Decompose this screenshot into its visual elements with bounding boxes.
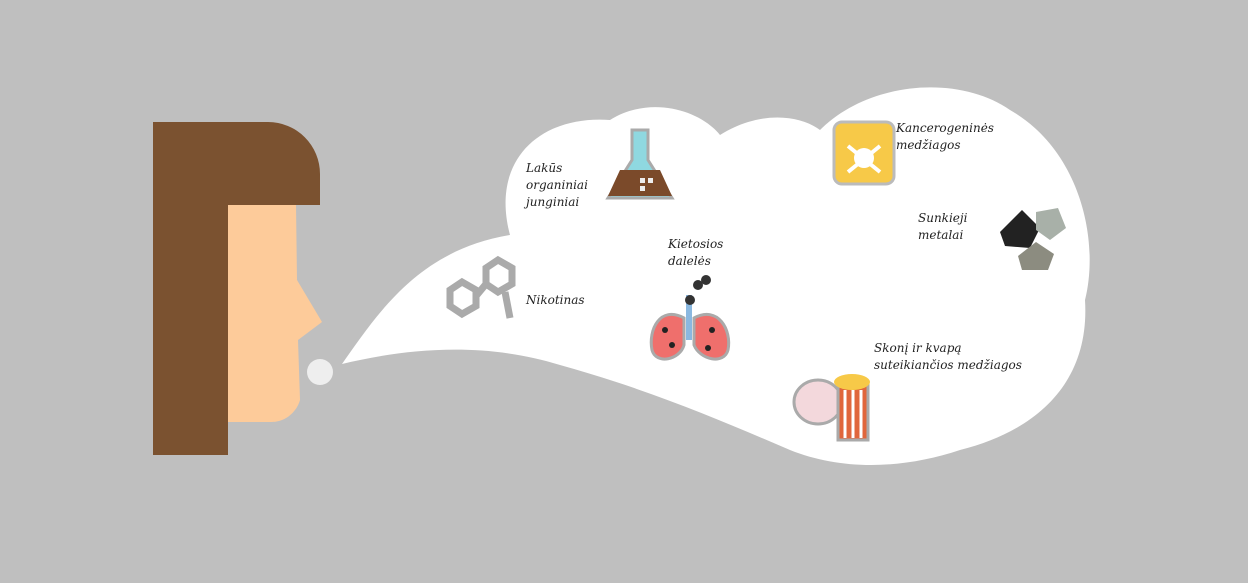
label-carcinogens: Kancerogeninės medžiagos: [896, 120, 994, 154]
skull-jar-icon: [832, 120, 896, 186]
label-nicotine: Nikotinas: [526, 293, 585, 307]
label-flavors: Skonį ir kvapą suteikiančios medžiagos: [874, 340, 1022, 374]
label-line: medžiagos: [896, 138, 961, 152]
label-heavy-metals: Sunkieji metalai: [918, 210, 967, 244]
label-line: metalai: [918, 228, 964, 242]
label-line: dalelės: [668, 254, 711, 268]
lungs-icon: [649, 275, 731, 361]
flask-icon: [605, 128, 675, 200]
label-line: Lakūs: [526, 161, 563, 175]
person-head-silhouette: [153, 122, 322, 455]
label-voc: Lakūs organiniai junginiai: [526, 160, 588, 211]
label-particles: Kietosios dalelės: [668, 236, 723, 270]
label-line: Skonį ir kvapą: [874, 341, 962, 355]
popcorn-candy-icon: [792, 374, 870, 442]
label-line: Kietosios: [668, 237, 724, 251]
label-line: suteikiančios medžiagos: [874, 358, 1022, 372]
heavy-metals-icon: [1000, 208, 1066, 270]
label-line: Kancerogeninės: [896, 121, 994, 135]
nicotine-molecule-icon: [446, 255, 516, 319]
label-line: Sunkieji: [918, 211, 968, 225]
small-bubble: [307, 359, 333, 385]
label-line: organiniai: [526, 178, 588, 192]
thought-cloud: [342, 87, 1090, 465]
label-line: junginiai: [526, 195, 580, 209]
